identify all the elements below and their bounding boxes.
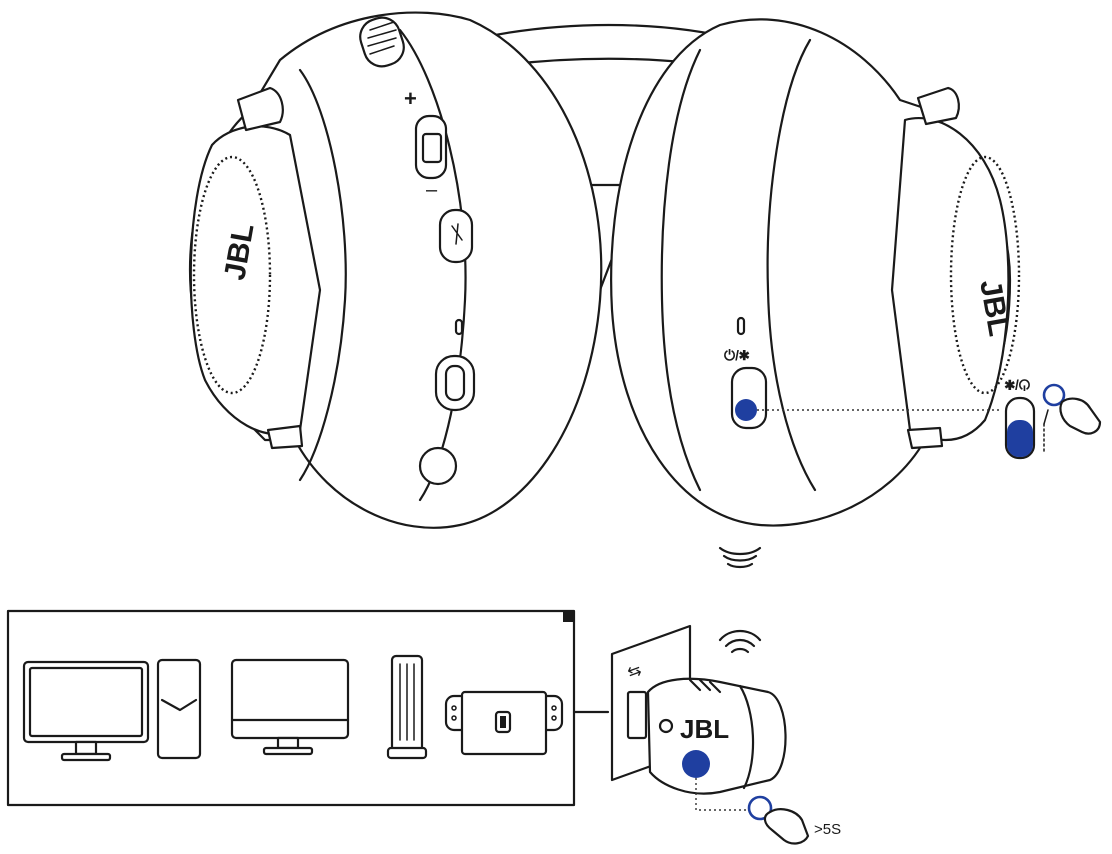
power-pair-label: ⏻/✱ (724, 347, 750, 363)
dongle-jbl-logo: JBL (680, 714, 729, 744)
device-handheld-console (444, 690, 564, 756)
right-status-led (736, 316, 746, 336)
dongle-press-indicator (747, 795, 773, 821)
device-console (386, 654, 428, 760)
left-hinge-top (236, 86, 284, 132)
usb-port-symbol: ⇆ (625, 662, 643, 683)
volume-minus-label: – (426, 179, 438, 201)
usb-dongle-illustration: ⇆ JBL >5S (610, 624, 841, 845)
switch-callout: ⏻/✱ (1004, 377, 1102, 460)
device-mac (230, 658, 350, 756)
mic-mute-button[interactable] (438, 208, 474, 264)
callout-power-pair-label: ⏻/✱ (1004, 377, 1030, 393)
volume-plus-label: + (404, 86, 417, 111)
left-hinge-bottom (266, 424, 304, 450)
wireless-signal-icon (718, 546, 762, 569)
dongle-wireless-icon (718, 629, 762, 654)
headphones-illustration: JBL + – JB (188, 11, 1102, 529)
right-earcup: JBL (610, 18, 1021, 527)
hold-time-label: >5S (814, 821, 841, 838)
left-status-led (454, 318, 464, 336)
left-cup-controls: + – (359, 16, 476, 486)
press-indicator (1042, 383, 1066, 407)
right-hinge-bottom (906, 426, 944, 450)
audio-jack[interactable] (418, 446, 458, 486)
power-switch-highlight (735, 399, 757, 421)
hand-icon (1059, 397, 1102, 435)
compatible-devices-panel (6, 609, 610, 807)
dongle-button-highlight (682, 750, 710, 778)
dongle-hand-icon (763, 808, 810, 845)
right-cup-controls: ⏻/✱ (724, 316, 1000, 430)
right-hinge-top (916, 86, 960, 126)
device-pc (22, 658, 202, 762)
left-earcup: JBL (188, 11, 603, 529)
